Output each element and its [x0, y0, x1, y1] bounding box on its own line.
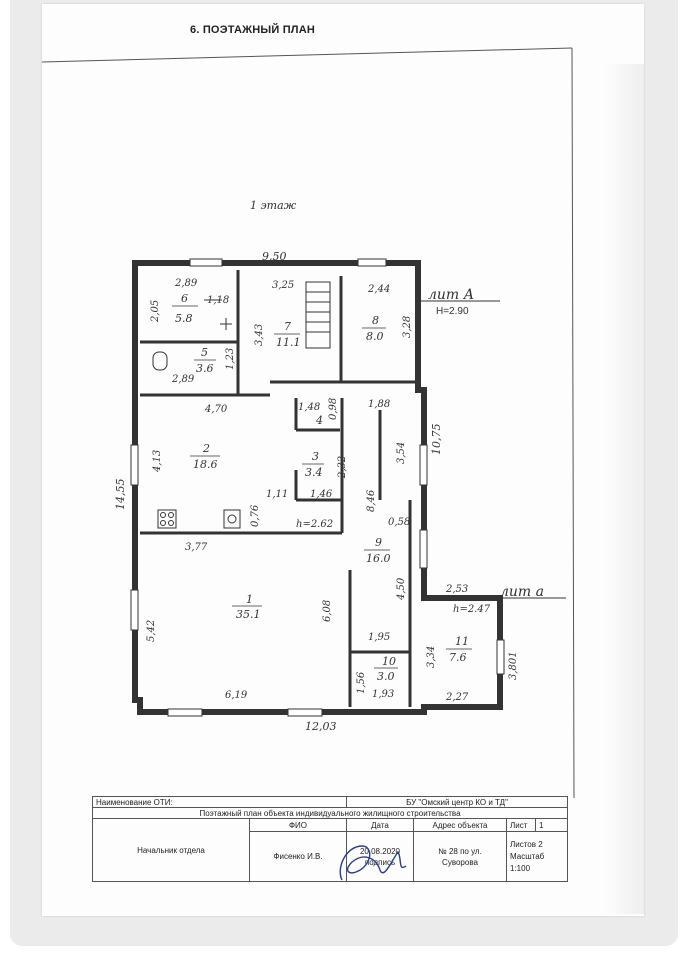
room-fraction-lines — [172, 305, 472, 669]
date-value: 20.08.2020 — [359, 846, 401, 856]
dim-bottom-width: 12,03 — [305, 720, 337, 733]
svg-text:1,95: 1,95 — [368, 632, 390, 643]
svg-text:h=2.47: h=2.47 — [453, 604, 491, 615]
org-label: Наименование ОТИ: — [92, 796, 347, 808]
section-title: 6. ПОЭТАЖНЫЙ ПЛАН — [190, 24, 316, 36]
page-border-right — [571, 47, 575, 799]
room-area: 5.8 — [175, 312, 193, 325]
room-number: 4 — [315, 414, 323, 427]
svg-text:4,70: 4,70 — [204, 404, 228, 415]
svg-text:2,05: 2,05 — [150, 300, 161, 323]
position: Начальник отдела — [92, 818, 250, 882]
building-height: H=2.90 — [436, 306, 469, 317]
bathroom-fixtures — [152, 299, 232, 371]
room-number: 5 — [201, 346, 208, 359]
svg-text:1,46: 1,46 — [310, 489, 333, 500]
room-labels: 1 35.1 2 18.6 3 3.4 4 5 3.6 6 5.8 7 11.1… — [175, 292, 469, 683]
svg-text:5,42: 5,42 — [146, 620, 157, 642]
svg-text:1,18: 1,18 — [207, 295, 229, 306]
svg-text:2,27: 2,27 — [445, 692, 469, 703]
signature-caption: подпись — [364, 857, 396, 867]
sheets-total: Листов 2 — [510, 839, 543, 849]
document-name: Поэтажный план объекта индивидуального ж… — [92, 807, 568, 819]
dim-top-width: 9,50 — [262, 250, 287, 263]
room-area: 8.0 — [366, 330, 384, 343]
room-number: 7 — [284, 320, 291, 333]
room-number: 11 — [455, 635, 469, 648]
sheet-number: 1 — [535, 817, 568, 833]
room-area: 3.6 — [196, 362, 214, 375]
scale: Масштаб 1:100 — [510, 851, 545, 873]
svg-text:0,98: 0,98 — [328, 398, 339, 420]
dimension-labels: 2,89 3,25 2,44 2,05 1,18 3,43 3,28 1,23 … — [146, 278, 519, 703]
svg-text:1,23: 1,23 — [225, 348, 236, 370]
svg-text:0,58: 0,58 — [388, 517, 410, 528]
annex-label: лит а — [500, 584, 544, 600]
kitchen-fixtures — [157, 509, 241, 529]
room-number: 9 — [375, 536, 382, 549]
building-label: лит А — [428, 287, 474, 303]
room-number: 2 — [202, 442, 210, 455]
room-area: 35.1 — [236, 608, 261, 621]
room-area: 3.0 — [377, 670, 395, 683]
svg-text:1,93: 1,93 — [372, 689, 394, 700]
dim-left-height: 14,55 — [114, 479, 127, 511]
svg-text:2,89: 2,89 — [171, 374, 195, 385]
svg-text:8,46: 8,46 — [366, 489, 377, 512]
room-area: 16.0 — [366, 552, 391, 565]
svg-text:4,50: 4,50 — [396, 577, 407, 601]
svg-text:6,08: 6,08 — [322, 600, 333, 622]
outer-walls — [132, 260, 503, 715]
room-area: 18.6 — [193, 458, 218, 471]
svg-text:4,13: 4,13 — [152, 450, 163, 473]
page-border-top — [41, 47, 573, 63]
svg-text:0,76: 0,76 — [250, 504, 261, 527]
date-header: Дата — [346, 817, 414, 833]
room-number: 6 — [181, 292, 188, 305]
svg-text:3,25: 3,25 — [272, 280, 294, 291]
person-name: Фисенко И.В. — [249, 831, 347, 882]
dim-right-height: 10,75 — [430, 424, 443, 456]
svg-text:1,88: 1,88 — [368, 399, 390, 410]
room-area: 11.1 — [276, 336, 301, 349]
sheet-label: Лист — [505, 817, 537, 833]
room-number: 8 — [372, 314, 379, 327]
svg-text:1,48: 1,48 — [298, 402, 320, 413]
page-edge-shadow — [604, 64, 644, 914]
address-line-1: № 28 по ул. — [438, 846, 482, 856]
room-area: 3.4 — [305, 466, 323, 479]
staircase — [305, 281, 331, 349]
svg-text:2,89: 2,89 — [174, 278, 198, 289]
title-block: Наименование ОТИ: БУ "Омский центр КО и … — [92, 796, 568, 882]
svg-text:2,53: 2,53 — [445, 584, 468, 595]
room-number: 10 — [382, 655, 396, 668]
svg-text:3,54: 3,54 — [396, 442, 407, 464]
svg-text:1,56: 1,56 — [356, 671, 367, 694]
windows — [130, 258, 505, 717]
address-line-2: Суворова — [442, 857, 478, 867]
svg-text:3,801: 3,801 — [508, 651, 519, 680]
svg-text:h=2.62: h=2.62 — [296, 519, 333, 530]
svg-text:2,32: 2,32 — [337, 456, 348, 479]
fio-header: ФИО — [249, 817, 347, 833]
svg-text:3,43: 3,43 — [254, 324, 265, 346]
room-number: 1 — [246, 593, 253, 606]
svg-text:3,77: 3,77 — [185, 542, 208, 553]
svg-text:6,19: 6,19 — [225, 690, 248, 701]
svg-text:2,44: 2,44 — [367, 284, 390, 295]
svg-text:1,11: 1,11 — [266, 489, 288, 500]
room-number: 3 — [312, 450, 319, 463]
address-header: Адрес объекта — [413, 817, 507, 833]
floor-label: 1 этаж — [250, 199, 297, 212]
interior-walls — [140, 270, 418, 707]
svg-text:3,34: 3,34 — [426, 646, 437, 668]
svg-text:3,28: 3,28 — [402, 316, 413, 338]
room-area: 7.6 — [449, 651, 467, 664]
org-name: БУ "Омский центр КО и ТД" — [346, 796, 568, 808]
